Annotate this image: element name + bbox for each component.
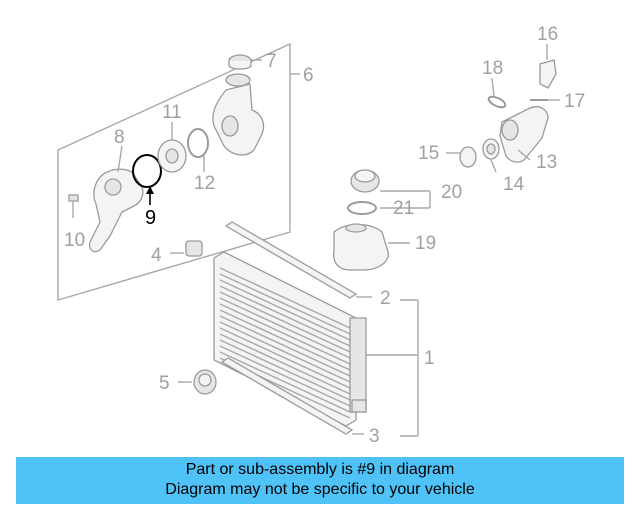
radiator-fin [219, 297, 351, 359]
radiator-fin [219, 327, 351, 389]
callout-10: 10 [64, 230, 85, 251]
callout-14: 14 [503, 174, 525, 195]
callout-20: 20 [441, 182, 462, 203]
callout-3: 3 [369, 426, 380, 447]
callout-16: 16 [537, 24, 558, 45]
lower-air-seal [220, 357, 364, 435]
radiator-mount-upper [170, 240, 203, 257]
callout-5: 5 [159, 373, 170, 394]
callout-18: 18 [482, 58, 503, 79]
callout-7: 7 [266, 51, 277, 72]
radiator-fin [219, 333, 351, 395]
callout-12: 12 [194, 173, 215, 194]
callout-13: 13 [536, 152, 557, 173]
callout-6: 6 [303, 65, 314, 86]
callout-15: 15 [418, 143, 439, 164]
radiator-fin [219, 309, 351, 371]
radiator-fin [219, 339, 351, 401]
reservoir-cap [350, 169, 431, 209]
radiator-fin [219, 351, 351, 413]
pump-assembly-panel [57, 42, 300, 301]
bolt-part [68, 194, 79, 218]
pump-pulley [157, 122, 187, 173]
gasket-part-9 [132, 154, 162, 205]
coolant-outlet-housing [212, 73, 265, 156]
callout-9: 9 [145, 207, 156, 229]
callout-21: 21 [393, 198, 414, 219]
radiator-fin [219, 291, 351, 353]
radiator-fin [219, 279, 351, 341]
radiator-fin [219, 345, 351, 407]
banner-line-disclaimer: Diagram may not be specific to your vehi… [165, 481, 475, 498]
callout-19: 19 [415, 233, 436, 254]
seal-cap-7 [228, 54, 262, 70]
radiator-fin [219, 303, 351, 365]
radiator-fin [219, 273, 351, 335]
thermostat-seal-14 [482, 138, 500, 173]
radiator-fin [219, 315, 351, 377]
radiator-fin [219, 321, 351, 383]
o-ring-12 [187, 128, 209, 172]
callout-1: 1 [424, 348, 435, 369]
thermostat-housing [499, 106, 549, 163]
coolant-reservoir [332, 223, 410, 271]
radiator-fin [219, 267, 351, 329]
callout-17: 17 [564, 91, 585, 112]
callout-8: 8 [114, 127, 125, 148]
thermostat-15 [446, 146, 477, 168]
callout-11: 11 [162, 102, 182, 123]
info-banner: Part or sub-assembly is #9 in diagram Di… [16, 457, 624, 504]
cap-seal-21 [347, 201, 377, 215]
callout-2: 2 [380, 288, 391, 309]
radiator-mount-lower [178, 369, 217, 395]
radiator-fin [219, 285, 351, 347]
banner-line-part: Part or sub-assembly is #9 in diagram [185, 461, 455, 478]
sensor-16 [539, 44, 557, 89]
callout-4: 4 [151, 245, 162, 266]
water-pump-housing [88, 145, 144, 253]
upper-air-seal [224, 221, 372, 299]
o-ring-18 [487, 77, 507, 109]
